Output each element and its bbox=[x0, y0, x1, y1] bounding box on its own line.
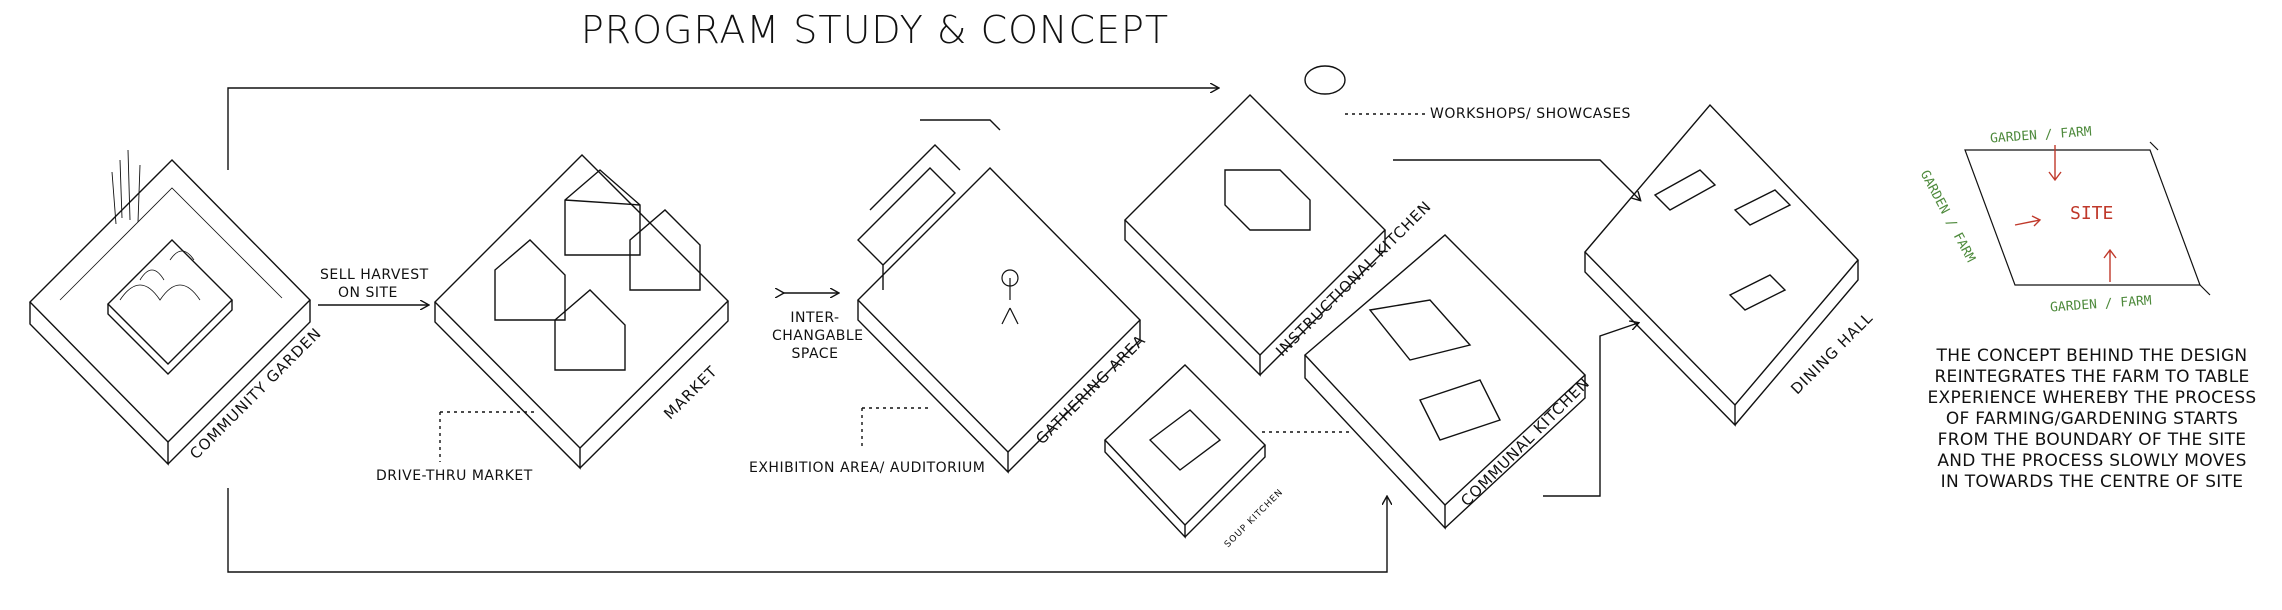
flow-arrow-to-dining-top bbox=[1393, 159, 1640, 200]
concept-line: OF FARMING/GARDENING STARTS bbox=[1945, 409, 2239, 429]
concept-line: FROM THE BOUNDARY OF THE SITE bbox=[1937, 430, 2247, 450]
label-changable: CHANGABLE bbox=[772, 328, 864, 344]
concept-arrow-down bbox=[2048, 145, 2062, 182]
concept-line: IN TOWARDS THE CENTRE OF SITE bbox=[1940, 472, 2244, 492]
concept-site-label: SITE bbox=[2070, 203, 2114, 224]
label-space: SPACE bbox=[791, 346, 839, 362]
label-workshops-showcases: WORKSHOPS/ SHOWCASES bbox=[1430, 106, 1631, 122]
concept-line: THE CONCEPT BEHIND THE DESIGN bbox=[1936, 346, 2248, 366]
label-drive-thru-market: DRIVE-THRU MARKET bbox=[376, 468, 533, 484]
label-on-site: ON SITE bbox=[338, 285, 398, 301]
concept-line: REINTEGRATES THE FARM TO TABLE bbox=[1934, 367, 2250, 387]
soup-platform bbox=[1104, 364, 1266, 527]
concept-line: AND THE PROCESS SLOWLY MOVES bbox=[1937, 451, 2247, 471]
flow-arrow-top bbox=[227, 88, 1218, 170]
flow-arrow-to-dining-bottom bbox=[1543, 323, 1638, 497]
label-exhibition-auditorium: EXHIBITION AREA/ AUDITORIUM bbox=[749, 460, 986, 476]
concept-arrow-right bbox=[2014, 215, 2042, 227]
label-inter: INTER- bbox=[790, 310, 840, 326]
concept-text: THE CONCEPT BEHIND THE DESIGN REINTEGRAT… bbox=[1922, 346, 2262, 493]
page-title: PROGRAM STUDY & CONCEPT bbox=[580, 8, 1170, 52]
concept-line: EXPERIENCE WHEREBY THE PROCESS bbox=[1927, 388, 2257, 408]
garden-platform bbox=[29, 159, 311, 443]
label-sell-harvest: SELL HARVEST bbox=[320, 267, 429, 283]
gathering-platform bbox=[857, 167, 1141, 453]
flow-arrow-bottom bbox=[227, 488, 1387, 573]
concept-arrow-up bbox=[2103, 248, 2117, 282]
instructional-platform bbox=[1124, 94, 1386, 356]
